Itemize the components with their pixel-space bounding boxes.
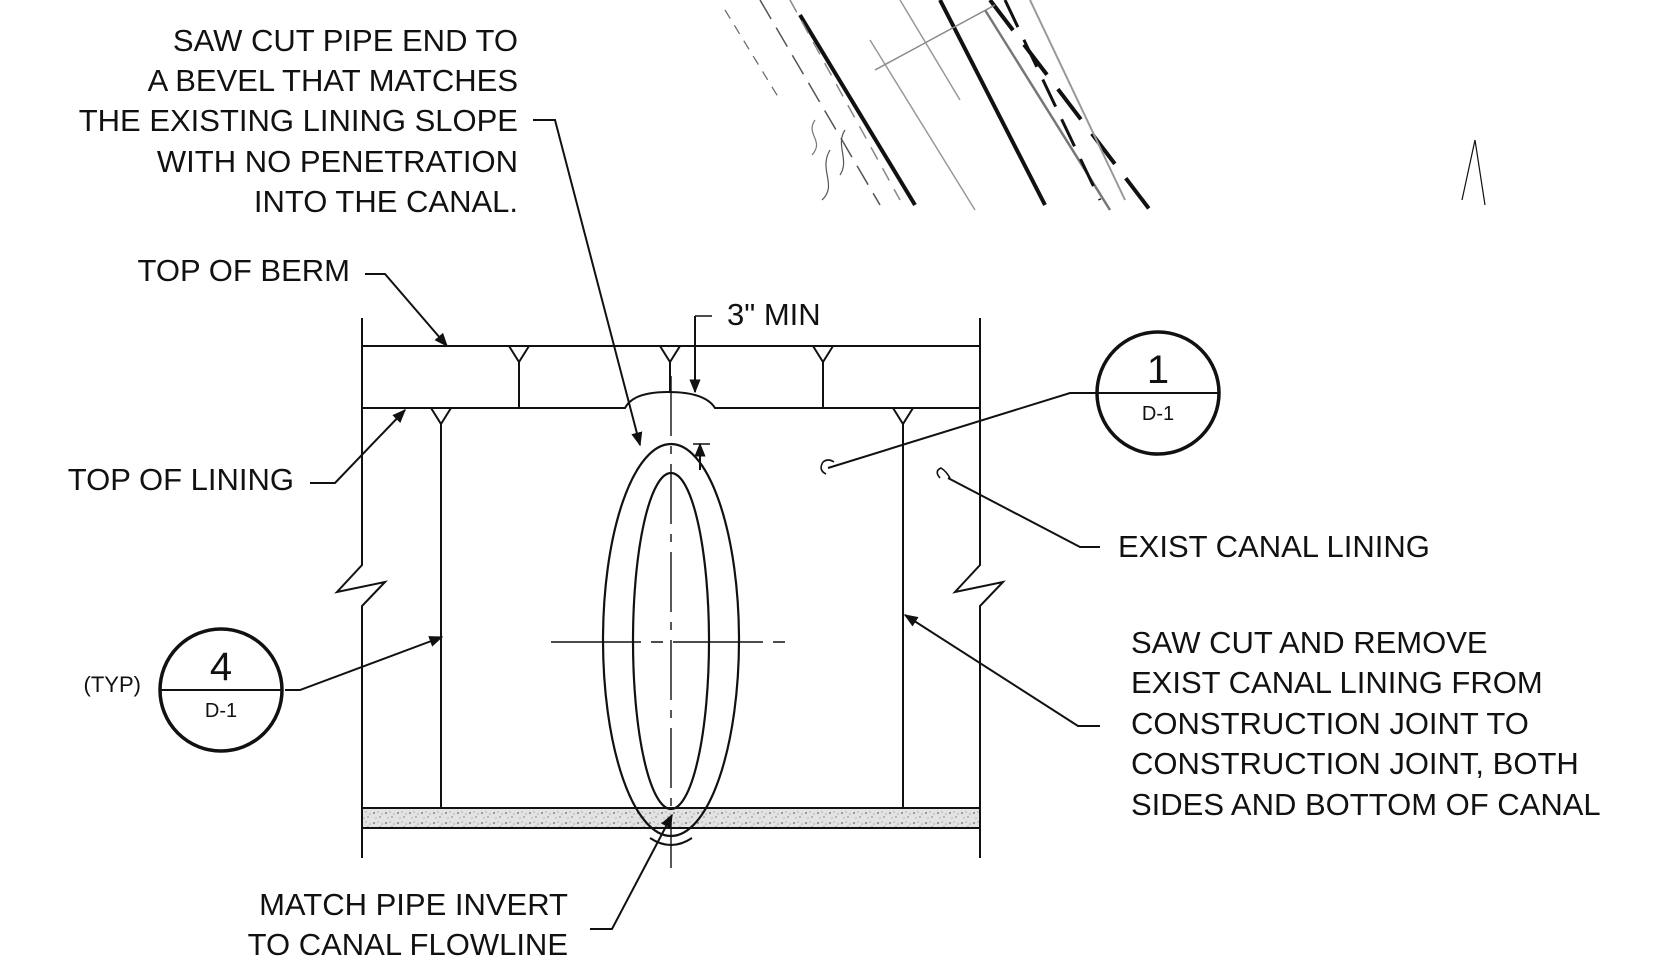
note-saw-cut-remove-line-4: CONSTRUCTION JOINT, BOTH — [1131, 746, 1579, 781]
bubble-4-number: 4 — [210, 645, 232, 689]
note-saw-cut-remove-line-2: EXIST CANAL LINING FROM — [1131, 665, 1543, 700]
bubble-1-sheet: D-1 — [1142, 403, 1174, 425]
note-saw-cut-remove-line-1: SAW CUT AND REMOVE — [1131, 625, 1488, 660]
note-saw-cut-pipe-line-1: SAW CUT PIPE END TO — [173, 23, 518, 58]
note-match-pipe-invert-line-2: TO CANAL FLOWLINE — [248, 927, 568, 962]
note-saw-cut-pipe-line-3: THE EXISTING LINING SLOPE — [79, 103, 518, 138]
note-saw-cut-remove: SAW CUT AND REMOVE EXIST CANAL LINING FR… — [1131, 625, 1601, 822]
leader-saw-cut-pipe — [533, 119, 643, 447]
joint-berm-3 — [812, 345, 834, 408]
note-saw-cut-remove-line-5: SIDES AND BOTTOM OF CANAL — [1131, 787, 1601, 822]
note-saw-cut-pipe-line-5: INTO THE CANAL. — [254, 184, 518, 219]
note-three-in-min: 3" MIN — [727, 297, 821, 332]
leader-top-of-lining — [310, 408, 406, 484]
note-exist-canal-lining: EXIST CANAL LINING — [1118, 529, 1430, 564]
joint-berm-2 — [659, 345, 681, 392]
right-break-line — [952, 318, 1006, 858]
canal-section — [334, 315, 1006, 868]
note-match-pipe-invert-line-1: MATCH PIPE INVERT — [259, 887, 568, 922]
joint-lining-left — [430, 407, 452, 808]
note-match-pipe-invert: MATCH PIPE INVERT TO CANAL FLOWLINE — [248, 887, 568, 962]
note-saw-cut-pipe: SAW CUT PIPE END TO A BEVEL THAT MATCHES… — [79, 23, 518, 219]
note-saw-cut-pipe-line-2: A BEVEL THAT MATCHES — [148, 63, 518, 98]
leader-bubble-4 — [285, 636, 444, 691]
bubble-4-sheet: D-1 — [205, 700, 237, 722]
note-saw-cut-remove-line-3: CONSTRUCTION JOINT TO — [1131, 706, 1529, 741]
detail-bubble-4: 4 D-1 — [158, 627, 284, 753]
joint-berm-1 — [508, 345, 530, 408]
bubble-1-number: 1 — [1147, 348, 1169, 392]
leader-top-of-berm — [365, 273, 448, 348]
note-typ: (TYP) — [84, 672, 141, 697]
note-saw-cut-pipe-line-4: WITH NO PENETRATION — [157, 144, 518, 179]
joint-lining-right — [892, 407, 914, 808]
note-top-of-lining: TOP OF LINING — [68, 462, 294, 497]
leaders — [285, 119, 1100, 930]
left-break-line — [334, 318, 388, 858]
leader-match-invert — [590, 813, 673, 930]
plan-view-fragment — [724, 0, 1486, 212]
detail-bubble-1: 1 D-1 — [1095, 330, 1221, 456]
leader-saw-cut-remove — [903, 614, 1100, 727]
leader-exist-canal-lining — [947, 477, 1100, 548]
leader-bubble-1 — [827, 392, 1097, 469]
note-top-of-berm: TOP OF BERM — [138, 253, 350, 288]
